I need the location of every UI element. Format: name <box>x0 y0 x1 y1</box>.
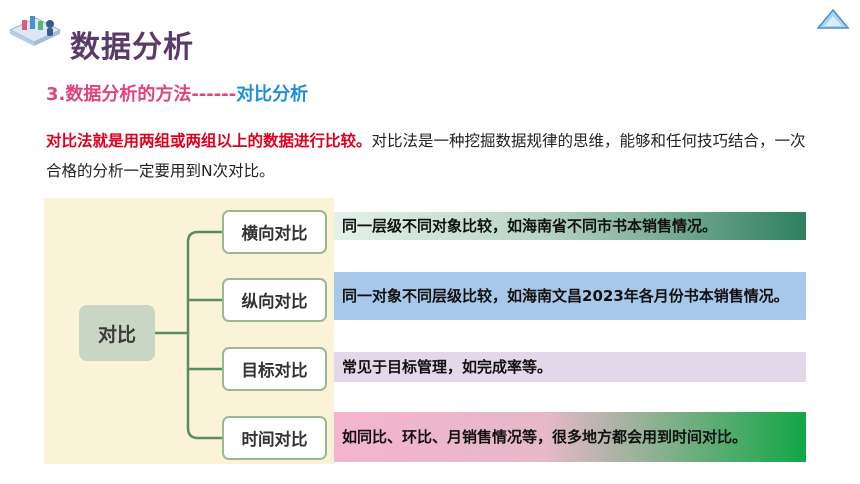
root-node: 对比 <box>79 305 155 361</box>
desc-time: 如同比、环比、月销售情况等，很多地方都会用到时间对比。 <box>334 412 806 462</box>
desc-target: 常见于目标管理，如完成率等。 <box>334 352 806 382</box>
intro-text: 对比法是一种挖掘数据规律的思维，能够和任何技巧结合，一次合格的分析一定要用到N次… <box>46 132 806 180</box>
desc-horizontal: 同一层级不同对象比较，如海南省不同市书本销售情况。 <box>334 212 806 240</box>
intro-paragraph: 对比法就是用两组或两组以上的数据进行比较。对比法是一种挖掘数据规律的思维，能够和… <box>46 126 816 186</box>
section-subtitle: 3.数据分析的方法------对比分析 <box>46 80 308 106</box>
desc-target-text: 常见于目标管理，如完成率等。 <box>342 358 553 376</box>
desc-time-text: 如同比、环比、月销售情况等，很多地方都会用到时间对比。 <box>342 428 748 446</box>
branch-vertical: 纵向对比 <box>222 278 327 322</box>
desc-vertical: 同一对象不同层级比较，如海南文昌2023年各月份书本销售情况。 <box>334 272 806 320</box>
desc-vertical-text: 同一对象不同层级比较，如海南文昌2023年各月份书本销售情况。 <box>342 287 789 305</box>
subtitle-prefix: 3.数据分析的方法------ <box>46 84 237 105</box>
intro-highlight: 对比法就是用两组或两组以上的数据进行比较。 <box>46 132 372 150</box>
subtitle-topic: 对比分析 <box>236 84 309 105</box>
desc-horizontal-text: 同一层级不同对象比较，如海南省不同市书本销售情况。 <box>342 217 718 235</box>
triangle-decoration-icon <box>816 8 850 29</box>
report-chart-icon <box>8 16 62 46</box>
branch-target: 目标对比 <box>222 347 327 391</box>
page-title: 数据分析 <box>70 30 194 65</box>
branch-time: 时间对比 <box>222 416 327 460</box>
branch-horizontal: 横向对比 <box>222 210 327 254</box>
